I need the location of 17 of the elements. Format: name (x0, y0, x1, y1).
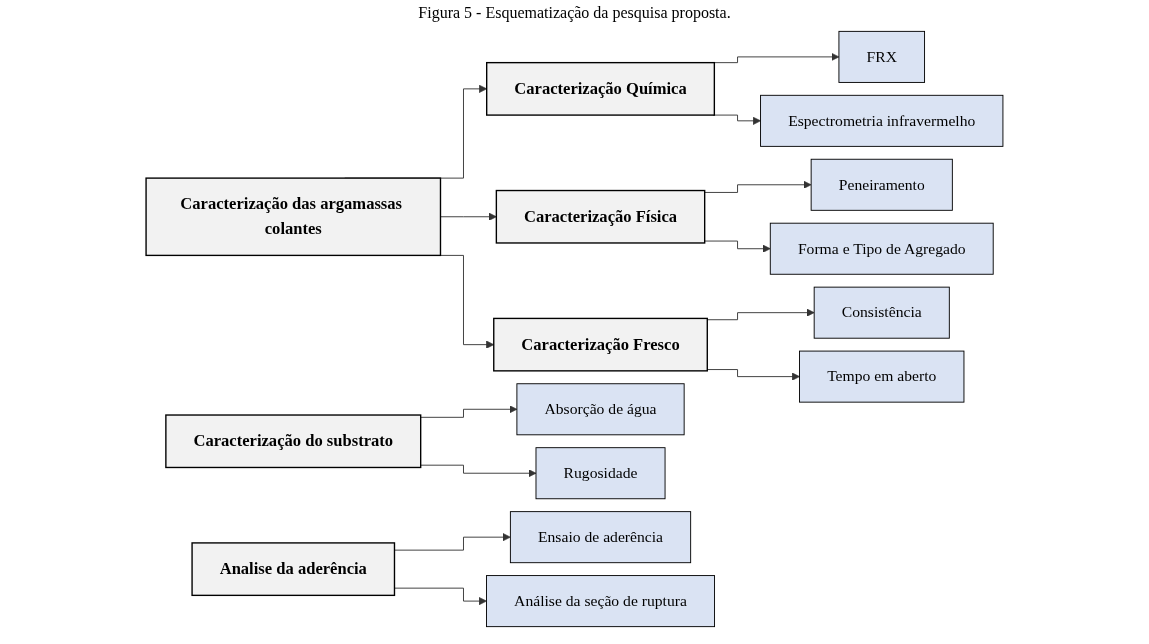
node-box: Caracterização Química (486, 61, 716, 116)
node-box: Tempo em aberto (799, 350, 965, 403)
node-box: Ensaio de aderência (509, 511, 692, 564)
node-box: Caracterização do substrato (165, 414, 422, 469)
node-box: Forma e Tipo de Agregado (769, 222, 994, 275)
node-box: Peneiramento (810, 158, 953, 211)
node-box: Absorção de água (516, 383, 685, 436)
node-box: Espectrometria infravermelho (760, 94, 1004, 147)
node-box: Caracterização das argamassas colantes (145, 177, 442, 257)
node-box: Rugosidade (535, 447, 666, 500)
node-box: Caracterização Física (495, 189, 706, 244)
node-box: Análise da seção de ruptura (486, 575, 715, 628)
node-box: Caracterização Fresco (493, 317, 708, 372)
figure-title: Figura 5 - Esquematização da pesquisa proposta. (417, 4, 732, 22)
node-box: FRX (838, 30, 925, 83)
node-box: Consistência (813, 286, 950, 339)
node-box: Analise da aderência (191, 542, 396, 597)
